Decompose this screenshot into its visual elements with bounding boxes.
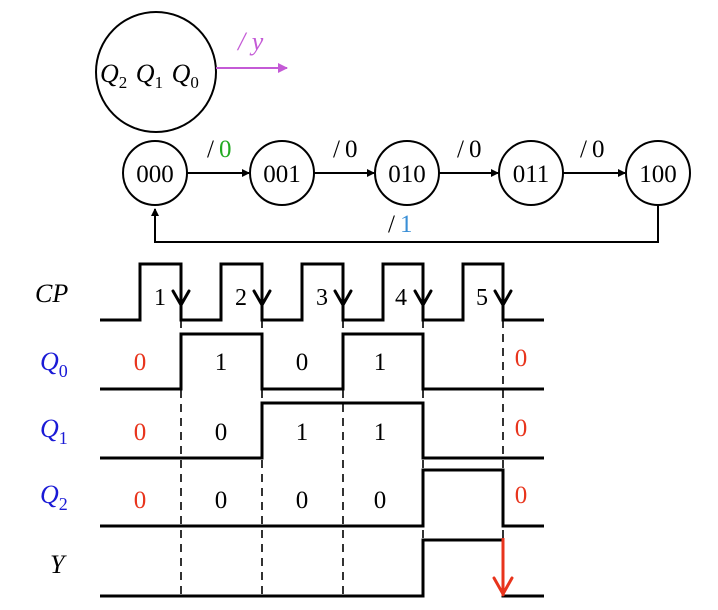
q2-value-4: 0 [374,487,387,514]
y-falling-arrow [492,538,514,598]
state-label-000: 000 [136,161,174,188]
transition-output-2: 0 [345,136,358,163]
clock-number-1: 1 [154,285,166,311]
signal-label-y: Y [50,550,67,579]
q2-waveform [100,468,544,528]
q1-value-4: 1 [374,419,387,446]
legend-q0: Q [172,59,191,88]
state-label-001: 001 [263,161,301,188]
signal-label-q2: Q2 [40,480,68,514]
transition-output-4: 0 [592,136,605,163]
legend: Q2 Q1 Q0 / y [95,11,288,133]
legend-q2: Q [100,59,119,88]
return-transition-arrow [151,205,659,243]
q2-value-2: 0 [215,487,228,514]
q0-value-5: 0 [515,345,528,372]
svg-text:Q2 Q1 Q0: Q2 Q1 Q0 [100,59,199,94]
q2-value-3: 0 [296,487,309,514]
return-transition-output: 1 [400,211,413,238]
legend-q1-sub: 1 [155,73,164,92]
signal-label-q0: Q0 [40,347,68,381]
legend-q2-sub: 2 [119,73,128,92]
q0-value-4: 1 [374,349,387,376]
legend-output-label: / y [236,27,264,56]
q1-waveform [100,401,544,460]
legend-state-circle [95,11,217,133]
q0-value-2: 1 [215,349,228,376]
cp-waveform [100,262,544,322]
clock-number-3: 3 [316,285,328,311]
q2-value-1: 0 [134,487,147,514]
state-label-010: 010 [388,161,426,188]
state-label-100: 100 [639,161,677,188]
signal-label-cp: CP [35,279,68,308]
clock-number-2: 2 [235,285,247,311]
q1-value-3: 1 [296,419,309,446]
cp-falling-edge-arrows [171,289,513,309]
q0-waveform [100,332,544,391]
clock-number-5: 5 [476,285,488,311]
edge-arrow-5 [493,289,513,309]
edge-arrow-1 [171,289,191,309]
legend-q0-sub: 0 [190,73,199,92]
signal-label-q1: Q1 [40,414,68,448]
q2-value-5: 0 [515,482,528,509]
timing-diagram: CP Q0 Q1 Q2 Y [35,262,544,598]
edge-arrow-4 [413,289,433,309]
transition-label-2: /0 [333,136,357,163]
clock-number-4: 4 [395,285,407,311]
edge-arrow-3 [333,289,353,309]
transition-label-1: /0 [207,136,231,163]
q1-value-1: 0 [134,419,147,446]
transition-output-1: 0 [219,136,232,163]
transition-label-4: /0 [580,136,604,163]
return-transition-label: /1 [388,211,412,238]
q0-value-3: 0 [296,349,309,376]
transition-label-3: /0 [457,136,481,163]
state-label-011: 011 [513,161,550,188]
legend-q1: Q [136,59,155,88]
edge-arrow-2 [252,289,272,309]
transition-output-3: 0 [469,136,482,163]
q0-value-1: 0 [134,349,147,376]
state-diagram: 000 001 010 011 100 /0 /0 /0 /0 /1 [122,136,691,243]
q1-value-5: 0 [515,415,528,442]
q1-value-2: 0 [215,419,228,446]
y-waveform [100,538,544,598]
